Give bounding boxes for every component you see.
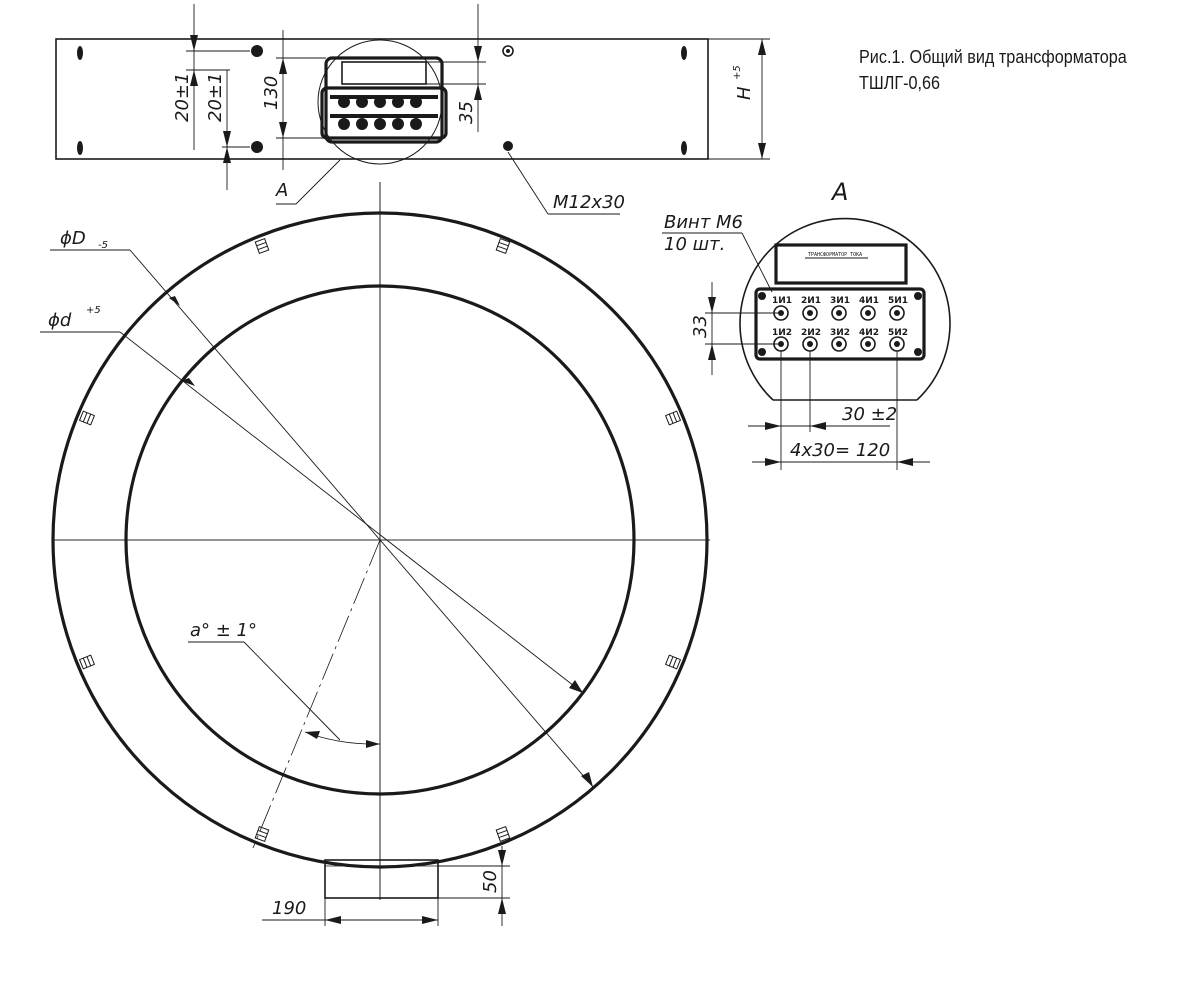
detail-outline xyxy=(739,217,951,401)
terminal-label: 3И1 xyxy=(830,296,850,306)
terminal-label: 2И1 xyxy=(801,296,821,306)
dim-height-tol: +5 xyxy=(732,65,743,80)
detail-a: A ТРАНСФОРМАТОР ТОКА 1И1 2И1 3И1 4И1 5И1… xyxy=(662,178,951,470)
slot-hole xyxy=(681,141,687,155)
terminal-label: 5И1 xyxy=(888,296,908,306)
screw-label-1: Винт М6 xyxy=(664,212,743,233)
nameplate-text: ТРАНСФОРМАТОР ТОКА xyxy=(808,252,862,258)
top-view: 20±1 20±1 130 35 H +5 A M12x30 xyxy=(55,4,770,215)
figure-caption: Рис.1. Общий вид трансформатора ТШЛГ-0,6… xyxy=(859,44,1127,96)
detail-terminal-block xyxy=(754,287,926,361)
terminal-block-top xyxy=(320,86,448,140)
bolt-hole xyxy=(502,45,514,57)
top-terminals xyxy=(330,95,438,130)
dim-pitch: 30 ±2 xyxy=(842,404,897,425)
outer-diameter-label: ϕD xyxy=(60,228,86,249)
nameplate-top xyxy=(341,61,427,85)
terminal-label: 2И2 xyxy=(801,328,821,338)
ring-clamps xyxy=(78,238,682,842)
angled-axis xyxy=(252,539,381,849)
dim-label-height: 35 xyxy=(456,101,477,124)
terminal-label: 1И2 xyxy=(772,328,792,338)
bolt-hole-center xyxy=(506,49,510,53)
dim-row-spacing: 33 xyxy=(690,315,711,338)
screw-label-2: 10 шт. xyxy=(664,234,725,255)
slot-hole xyxy=(681,46,687,60)
bolt-hole xyxy=(503,141,513,151)
slot-hole xyxy=(77,46,83,60)
dim-pitch-left: 20±1 xyxy=(172,73,193,122)
dim-total: 4x30= 120 xyxy=(790,440,890,461)
dim-height: H xyxy=(734,86,755,100)
dim-box-height: 130 xyxy=(261,76,282,110)
terminal-label: 4И2 xyxy=(859,328,879,338)
detail-nameplate xyxy=(774,243,908,285)
mount-hole xyxy=(251,45,263,57)
terminal-box-top xyxy=(324,56,444,144)
terminal-label: 3И2 xyxy=(830,328,850,338)
top-view-outline xyxy=(55,38,709,160)
mount-hole xyxy=(251,141,263,153)
outer-diameter-tol: -5 xyxy=(98,240,108,251)
slot-hole xyxy=(77,141,83,155)
dim-pitch-right: 20±1 xyxy=(205,73,226,122)
detail-a-title: A xyxy=(830,178,848,206)
terminal-studs-top xyxy=(773,305,905,321)
inner-diameter-label: ϕd xyxy=(48,310,72,331)
detail-callout-a: A xyxy=(275,180,288,201)
base-height-dim: 50 xyxy=(480,870,501,893)
terminal-studs-bottom xyxy=(773,336,905,352)
bolt-label: M12x30 xyxy=(553,192,625,213)
inner-diameter-tol: +5 xyxy=(86,305,101,316)
caption-line-1: Рис.1. Общий вид трансформатора xyxy=(859,47,1127,67)
terminal-label: 1И1 xyxy=(772,296,792,306)
terminal-label: 5И2 xyxy=(888,328,908,338)
terminal-label: 4И1 xyxy=(859,296,879,306)
caption-line-2: ТШЛГ-0,66 xyxy=(859,73,941,93)
base-foot xyxy=(324,859,439,899)
main-view: ϕD -5 ϕd +5 a° ± 1° 190 50 xyxy=(40,182,710,926)
angle-label: a° ± 1° xyxy=(190,620,257,641)
base-width-dim: 190 xyxy=(272,898,306,919)
